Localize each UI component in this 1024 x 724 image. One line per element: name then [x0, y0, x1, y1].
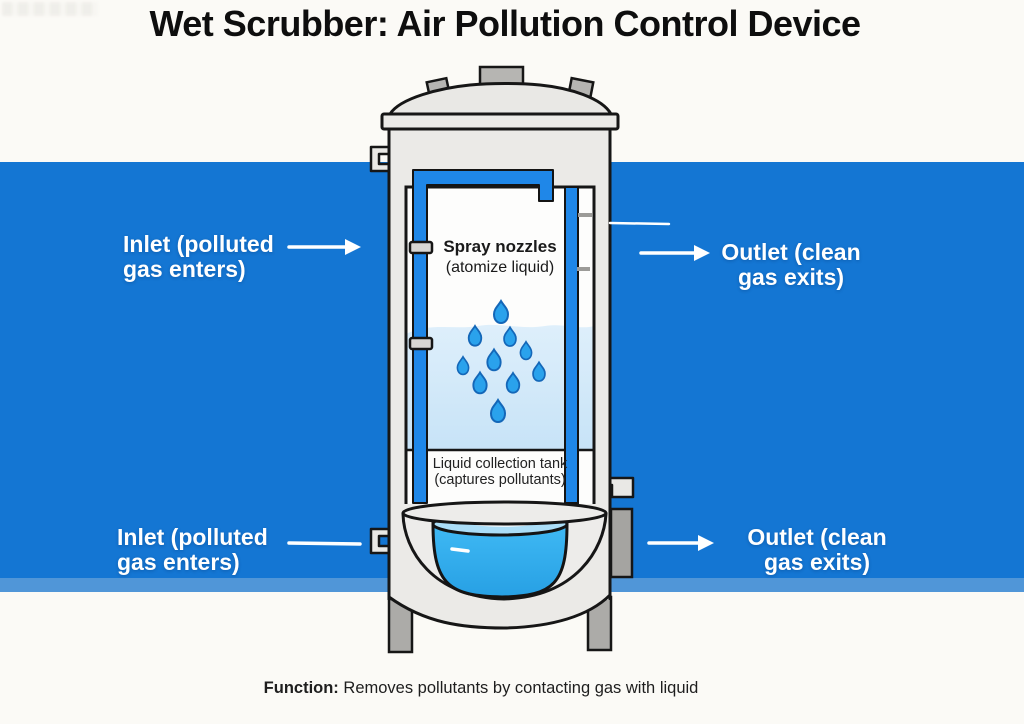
label-line: gas exits) [763, 549, 871, 575]
inlet-flow-line-bottom [287, 541, 362, 546]
liquid-highlight-dash [450, 547, 470, 553]
label-spray-nozzles: Spray nozzles (atomize liquid) [406, 236, 594, 278]
label-line: Inlet (polluted [123, 231, 274, 257]
page-title: Wet Scrubber: Air Pollution Control Devi… [149, 3, 861, 44]
function-caption: Function: Removes pollutants by contacti… [0, 679, 962, 698]
label-outlet-top: Outlet (clean gas exits) [706, 240, 876, 290]
label-inlet-bottom: Inlet (polluted gas enters) [117, 525, 327, 575]
label-line: (atomize liquid) [445, 259, 555, 276]
pipe-clamp-lower [408, 336, 434, 351]
label-line: Liquid collection tank [432, 456, 568, 472]
spray-feed-pipe [412, 169, 554, 504]
label-line: gas exits) [737, 264, 845, 290]
level-tick-upper [578, 213, 592, 217]
vessel-legs [387, 595, 613, 654]
label-line: gas enters) [117, 549, 240, 575]
vessel-dome [388, 82, 613, 116]
label-inlet-top: Inlet (polluted gas enters) [123, 232, 333, 282]
recirculation-pipe-right [564, 186, 579, 504]
inner-chamber-outline [404, 185, 596, 504]
outlet-arrow-bottom [647, 535, 714, 551]
label-line: (captures pollutants) [434, 472, 566, 488]
label-line: Spray nozzles [443, 237, 557, 256]
level-tick-lower [577, 267, 590, 271]
caption-text: Removes pollutants by contacting gas wit… [338, 679, 699, 697]
label-line: gas enters) [123, 256, 246, 282]
inlet-arrow-top [287, 239, 361, 255]
pipe-clamp-upper [408, 240, 434, 255]
label-collection-tank: Liquid collection tank (captures polluta… [406, 456, 594, 488]
outlet-duct-block-right [609, 507, 634, 579]
outlet-flow-line-top [608, 221, 671, 226]
label-line: Outlet (clean [747, 524, 887, 550]
label-outlet-bottom: Outlet (clean gas exits) [732, 525, 902, 575]
mist-region [406, 324, 594, 450]
vessel-bottom-curve [388, 593, 612, 630]
level-ticks [577, 213, 592, 271]
label-line: Inlet (polluted [117, 524, 268, 550]
outlet-arrow-top [639, 245, 710, 261]
pipe-clamps [408, 240, 434, 351]
vessel-flange [380, 112, 620, 131]
caption-prefix: Function: [263, 679, 339, 697]
label-line: Outlet (clean [721, 239, 861, 265]
bowl-rim [401, 500, 608, 526]
watermark-artifact [2, 2, 98, 16]
